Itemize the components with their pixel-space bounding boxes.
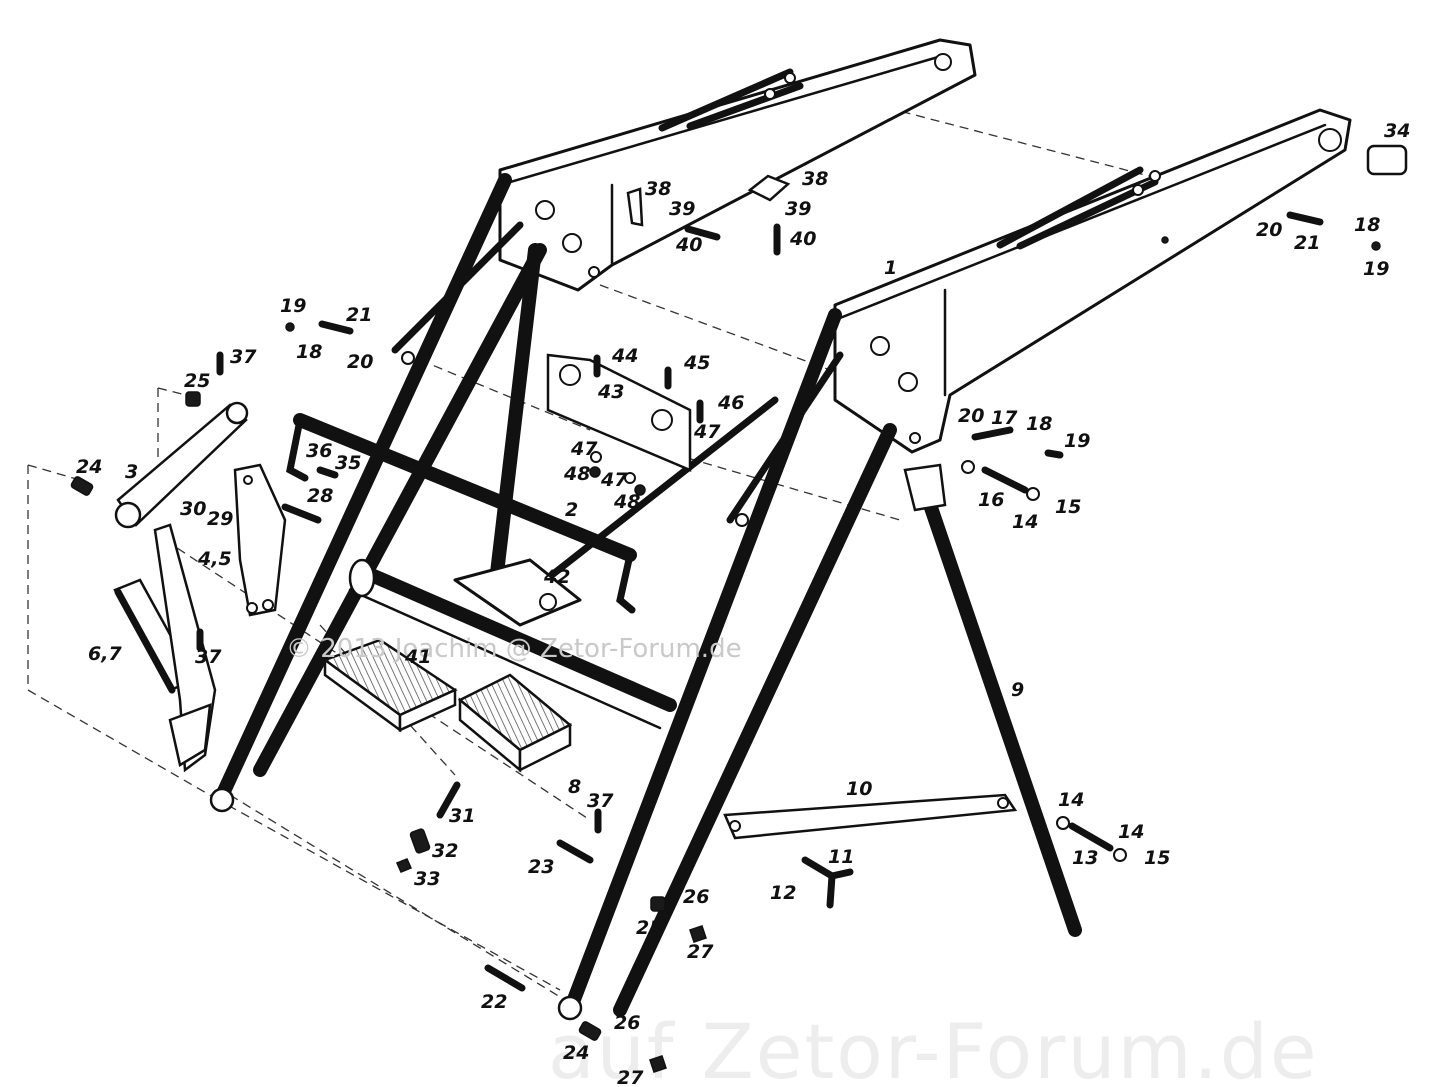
bushing-34 [1366, 144, 1408, 176]
callout-label: 25 [636, 917, 662, 939]
callout-label: 46 [717, 392, 744, 414]
callout-label: 16 [978, 489, 1004, 511]
callout-label: 20 [958, 405, 984, 427]
callout-label: 2 [565, 499, 578, 521]
box-cover-8 [457, 673, 573, 773]
callout-label: 45 [683, 352, 710, 374]
callout-label: 6,7 [88, 643, 122, 665]
callout-label: 13 [1072, 847, 1098, 869]
cross-tube-3 [114, 401, 249, 529]
callout-label: 26 [614, 1012, 640, 1034]
callout-label: 19 [280, 295, 306, 317]
callout-label: 21 [346, 304, 372, 326]
callout-label: 12 [770, 882, 796, 904]
link-bar-10 [723, 793, 1018, 840]
callout-label: 27 [617, 1067, 644, 1087]
callout-label: 11 [828, 846, 854, 868]
callout-label: 40 [675, 234, 702, 256]
callout-label: 23 [528, 856, 554, 878]
footer-watermark: auf Zetor-Forum.de [548, 1007, 1319, 1087]
copyright-watermark: © 2013 Joachim @ Zetor-Forum.de [286, 634, 742, 664]
callout-label: 31 [449, 805, 475, 827]
callout-label: 43 [597, 381, 624, 403]
callout-label: 47 [570, 438, 598, 460]
callout-label: 28 [307, 485, 333, 507]
callout-label: 15 [1144, 847, 1170, 869]
callout-label: 10 [846, 778, 872, 800]
callout-label: 47 [693, 421, 721, 443]
box-cover-41 [322, 638, 458, 733]
callout-label: 21 [1294, 232, 1320, 254]
callout-label: 18 [1026, 413, 1052, 435]
callout-label: 33 [414, 868, 440, 890]
callout-label: 8 [568, 776, 581, 798]
plate-4-5 [233, 463, 287, 617]
callout-label: 1 [884, 257, 897, 279]
callout-label: 37 [195, 646, 222, 668]
hardware-fasteners [70, 174, 1381, 1073]
callout-label: 39 [669, 198, 695, 220]
callout-label: 26 [683, 886, 709, 908]
callout-label: 38 [645, 178, 671, 200]
callout-label: 14 [1012, 511, 1038, 533]
loader-arms [498, 38, 1352, 454]
callout-label: 25 [184, 370, 210, 392]
callout-label: 18 [296, 341, 322, 363]
callout-label: 20 [347, 351, 373, 373]
callout-label: 9 [1011, 679, 1024, 701]
callout-label: 48 [613, 491, 640, 513]
callout-label: 37 [587, 790, 614, 812]
callout-label: 15 [1055, 496, 1081, 518]
callout-label: 4,5 [197, 548, 232, 570]
callout-label: 29 [207, 508, 233, 530]
callout-label: 42 [543, 566, 570, 588]
callout-label: 24 [76, 456, 102, 478]
callout-label: 14 [1058, 789, 1084, 811]
callout-label: 38 [802, 168, 828, 190]
callout-label: 48 [563, 463, 590, 485]
callout-label: 41 [404, 646, 431, 668]
callout-label: 24 [563, 1042, 589, 1064]
callout-label: 37 [230, 346, 257, 368]
callout-label: 17 [991, 407, 1018, 429]
callout-label: 14 [1118, 821, 1144, 843]
callout-label: 35 [335, 452, 361, 474]
callout-label: 27 [687, 941, 714, 963]
callout-label: 34 [1384, 120, 1410, 142]
callout-label: 47 [600, 469, 628, 491]
callout-label: 40 [789, 228, 816, 250]
callout-label: 39 [785, 198, 811, 220]
callout-label: 36 [306, 440, 332, 462]
bracket-plate-6-7 [113, 523, 217, 773]
main-frame [209, 173, 897, 1021]
callout-label: 3 [125, 461, 138, 483]
callout-label: 19 [1064, 430, 1090, 452]
callout-label: 32 [432, 840, 458, 862]
strut-9 [903, 463, 1082, 937]
t-handle-11 [801, 856, 854, 909]
mounting-plate-43 [546, 353, 692, 472]
callout-label: 30 [180, 498, 206, 520]
callout-label: 22 [481, 991, 507, 1013]
callout-label: 20 [1256, 219, 1282, 241]
callout-label: 18 [1354, 214, 1380, 236]
callout-label: 19 [1363, 258, 1389, 280]
callout-label: 44 [611, 345, 638, 367]
